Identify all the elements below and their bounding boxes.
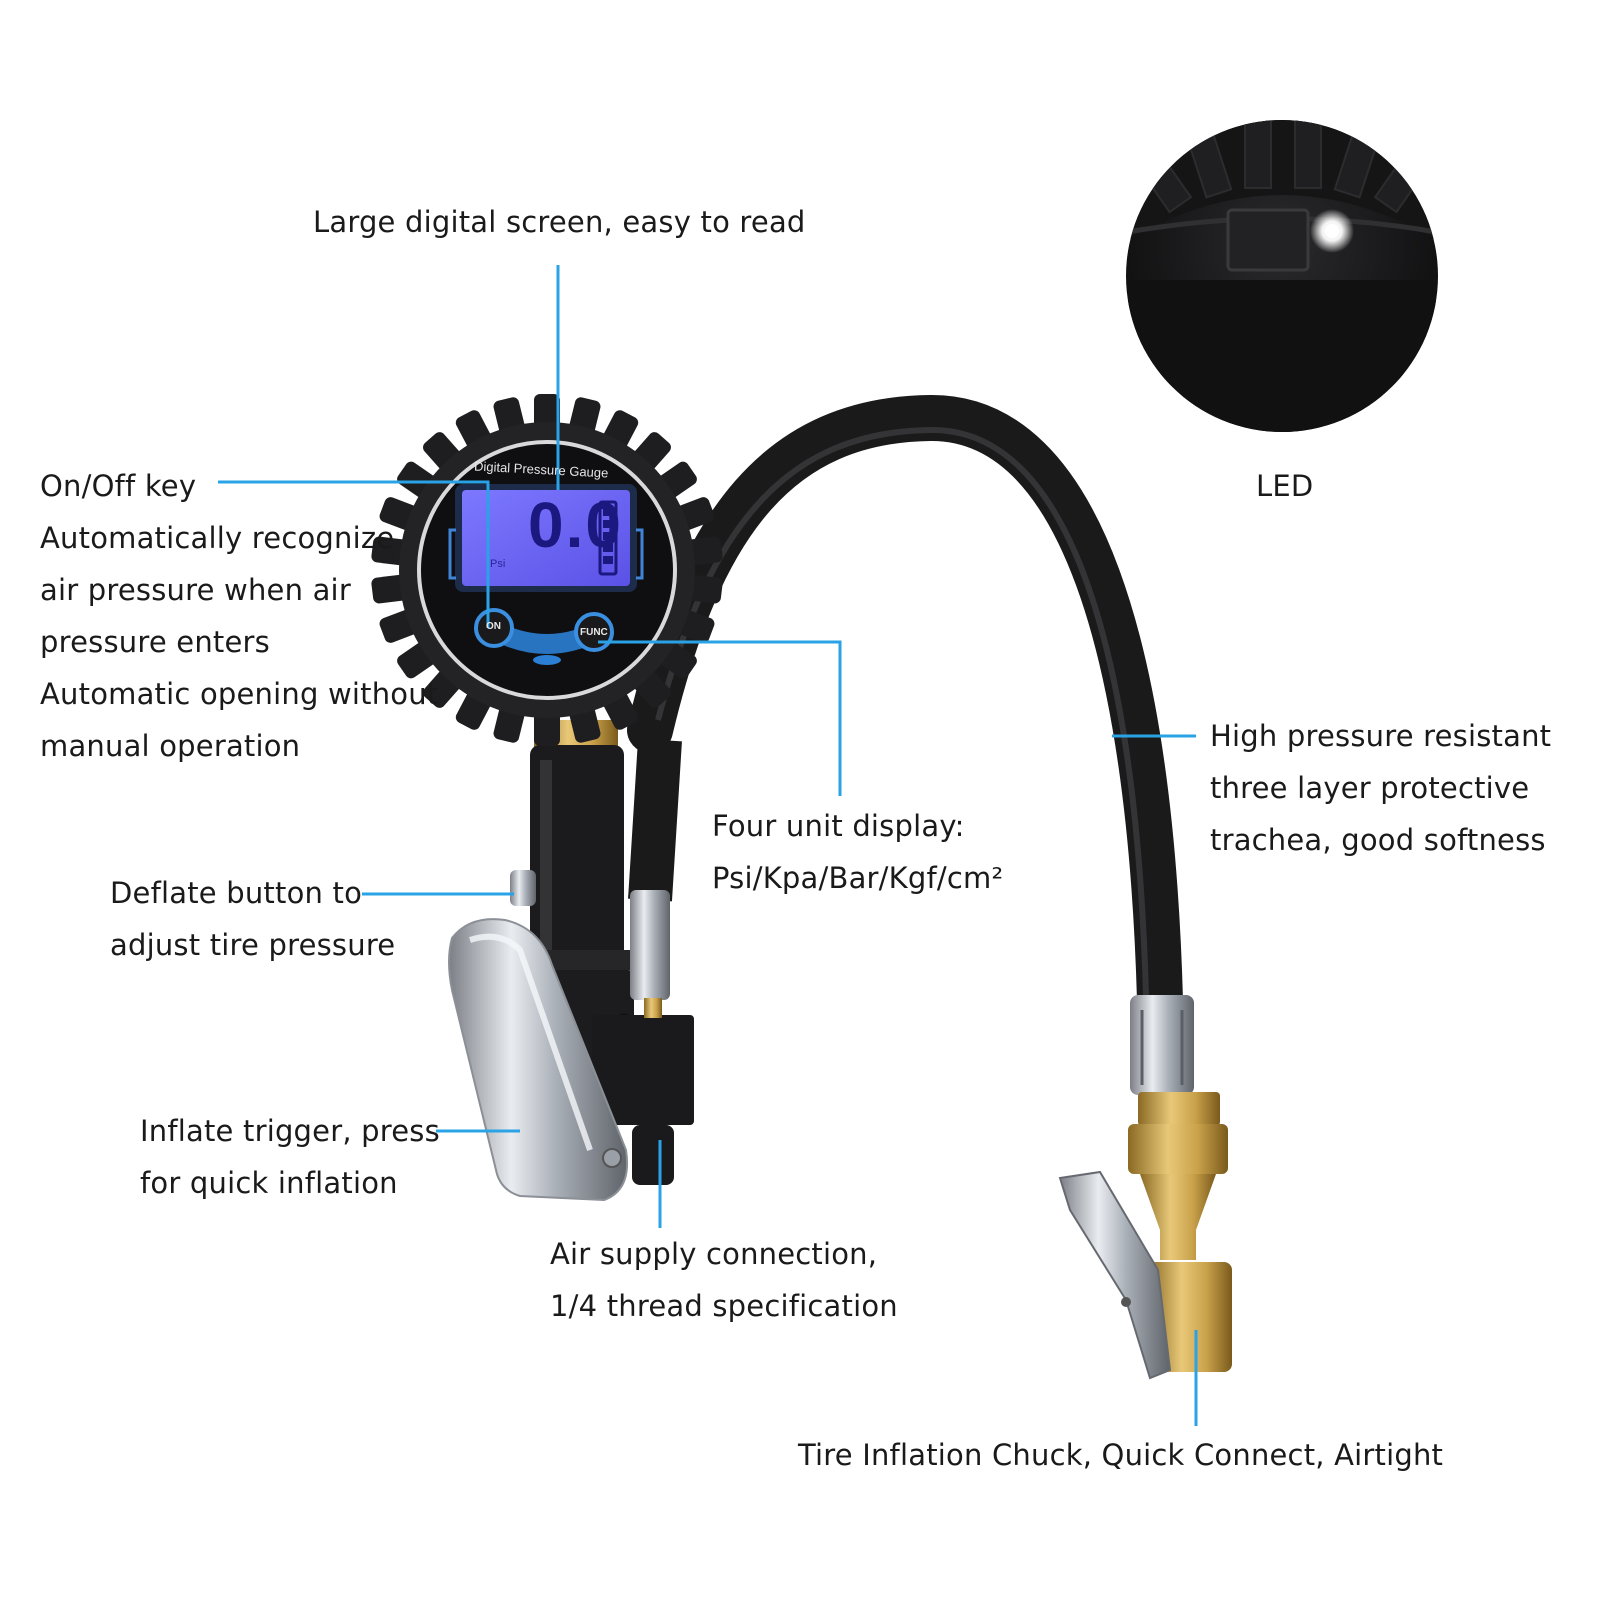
callout-deflate-line: adjust tire pressure — [110, 928, 396, 962]
callout-onoff-line: Automatically recognize — [40, 521, 395, 555]
lcd-reading: 0.0 — [528, 489, 623, 561]
callout-deflate-line: Deflate button to — [110, 876, 363, 910]
callout-trigger-line: Inflate trigger, press — [140, 1114, 440, 1148]
pressure-gauge — [371, 394, 723, 746]
callout-air-supply: Air supply connection, 1/4 thread specif… — [550, 1228, 898, 1332]
callout-led: LED — [1256, 469, 1314, 503]
callout-air-supply-line: Air supply connection, — [550, 1237, 878, 1271]
callout-onoff-line: pressure enters — [40, 625, 270, 659]
callout-hose-line: trachea, good softness — [1210, 823, 1546, 857]
callout-chuck: Tire Inflation Chuck, Quick Connect, Air… — [798, 1438, 1444, 1472]
tire-chuck — [1058, 995, 1232, 1380]
callout-screen: Large digital screen, easy to read — [313, 205, 806, 239]
hose — [627, 394, 1183, 1023]
callout-onoff: On/Off key Automatically recognize air p… — [40, 460, 438, 772]
func-key: FUNC — [580, 627, 608, 638]
callout-onoff-line: air pressure when air — [40, 573, 351, 607]
leader-lines — [218, 265, 1198, 1426]
callout-trigger-line: for quick inflation — [140, 1166, 398, 1200]
callout-hose-line: three layer protective — [1210, 771, 1530, 805]
callout-hose-line: High pressure resistant — [1210, 719, 1552, 753]
led-inset — [1126, 120, 1438, 432]
callout-trigger: Inflate trigger, press for quick inflati… — [140, 1105, 440, 1209]
callout-air-supply-line: 1/4 thread specification — [550, 1289, 898, 1323]
callout-hose: High pressure resistant three layer prot… — [1210, 710, 1551, 866]
callout-deflate: Deflate button to adjust tire pressure — [110, 867, 395, 971]
callout-units-line: Psi/Kpa/Bar/Kgf/cm² — [712, 861, 1004, 895]
callout-onoff-line: Automatic opening without — [40, 677, 439, 711]
on-key: ON — [486, 621, 501, 632]
callout-units-line: Four unit display: — [712, 809, 965, 843]
callout-onoff-line: On/Off key — [40, 469, 197, 503]
callout-onoff-line: manual operation — [40, 729, 301, 763]
lcd-unit: Psi — [490, 558, 506, 570]
callout-units: Four unit display: Psi/Kpa/Bar/Kgf/cm² — [712, 800, 1003, 904]
